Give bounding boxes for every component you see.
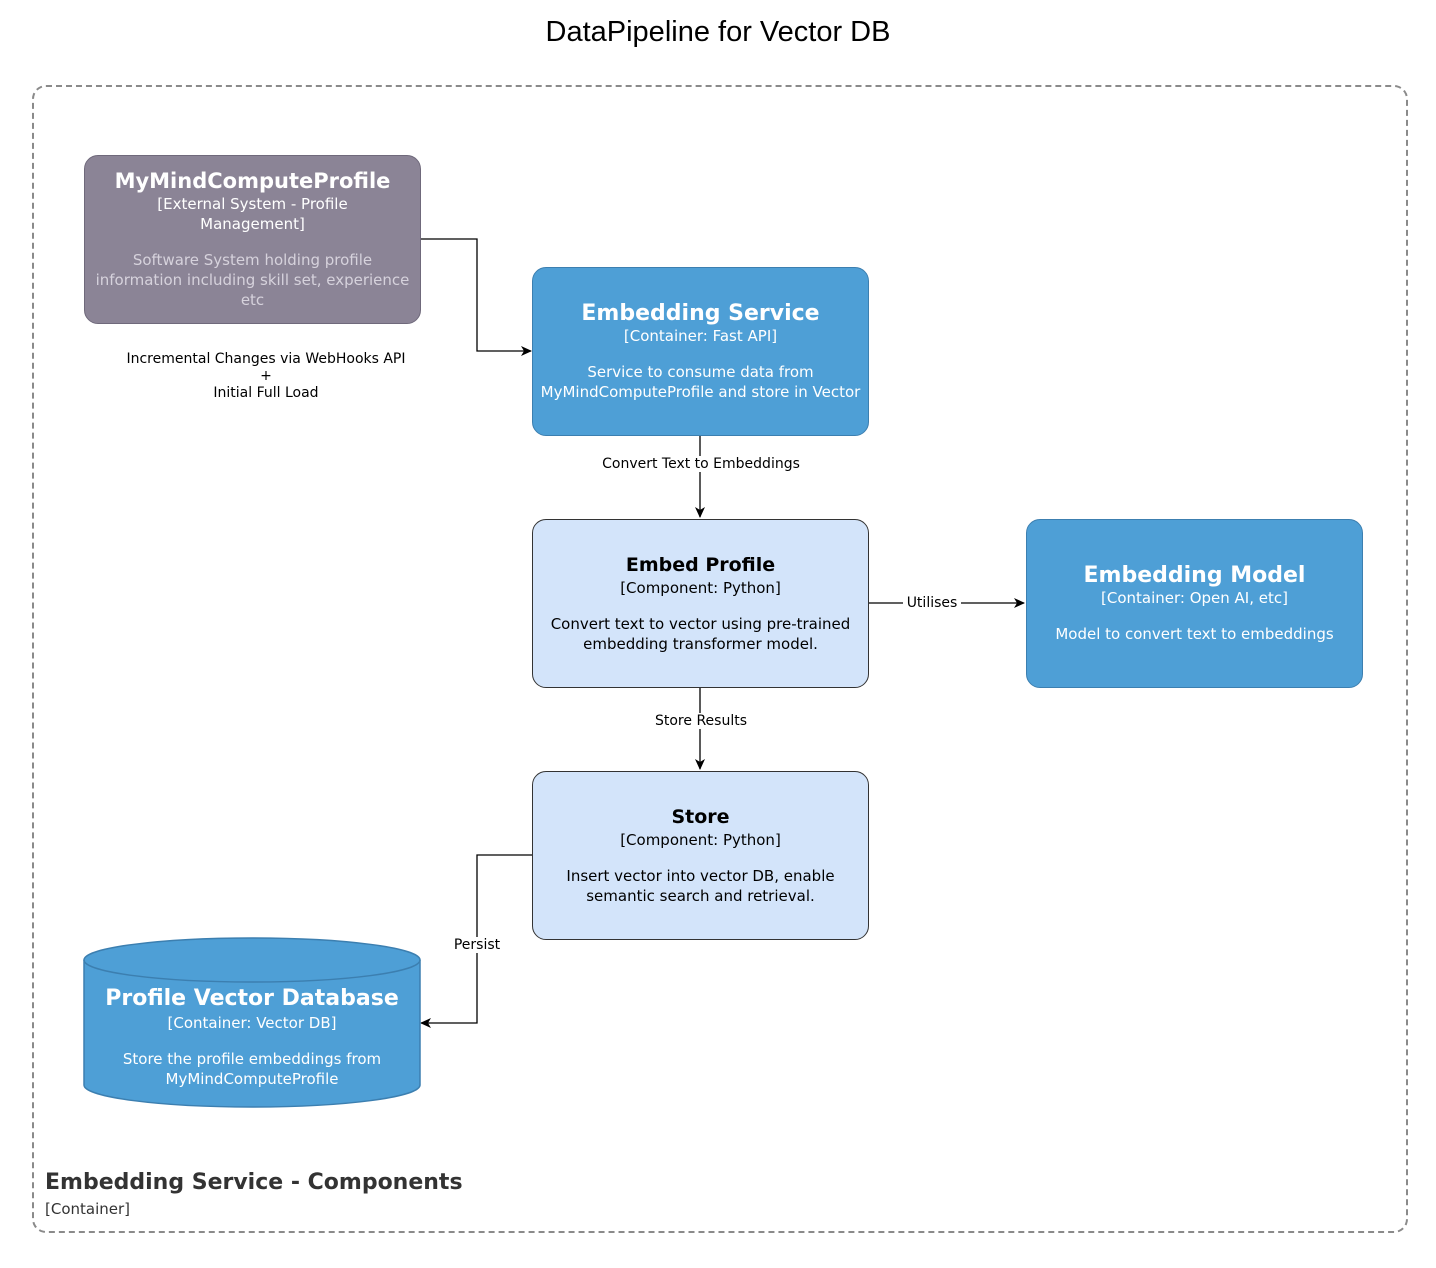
- boundary-type: [Container]: [45, 1200, 131, 1218]
- database-cylinder: [83, 937, 421, 1108]
- edge-label-utilises: Utilises: [903, 595, 961, 611]
- node-embedding-service[interactable]: Embedding Service [Container: Fast API] …: [532, 267, 869, 436]
- edge-label-line: Incremental Changes via WebHooks API: [126, 351, 406, 367]
- edge-label-persist: Persist: [448, 937, 506, 953]
- edge-label-ingest: Incremental Changes via WebHooks API + I…: [116, 351, 416, 402]
- node-title: Embedding Model: [1083, 563, 1306, 588]
- node-title: Embed Profile: [625, 554, 776, 576]
- node-description: Model to convert text to embeddings: [1055, 625, 1334, 643]
- edge-ingest: [421, 238, 532, 356]
- node-mymindcomputeprofile[interactable]: MyMindComputeProfile [External System - …: [84, 155, 421, 324]
- node-profile-vector-database[interactable]: Profile Vector Database [Container: Vect…: [84, 985, 420, 1089]
- node-title: MyMindComputeProfile: [114, 169, 391, 193]
- node-embed-profile[interactable]: Embed Profile [Component: Python] Conver…: [532, 519, 869, 688]
- node-store[interactable]: Store [Component: Python] Insert vector …: [532, 771, 869, 940]
- edge-label-line: +: [260, 368, 272, 384]
- node-type: [Container: Vector DB]: [167, 1014, 337, 1032]
- node-type: [Container: Open AI, etc]: [1101, 589, 1288, 607]
- node-description: Software System holding profile informat…: [95, 251, 410, 309]
- node-description: Store the profile embeddings from MyMind…: [122, 1050, 382, 1088]
- node-type: [Container: Fast API]: [623, 327, 778, 345]
- edge-label-convert: Convert Text to Embeddings: [589, 456, 813, 472]
- node-type: [External System - Profile Management]: [157, 195, 348, 233]
- node-type: [Component: Python]: [620, 579, 781, 597]
- node-embedding-model[interactable]: Embedding Model [Container: Open AI, etc…: [1026, 519, 1363, 688]
- node-description: Insert vector into vector DB, enable sem…: [566, 867, 835, 905]
- diagram-title: DataPipeline for Vector DB: [545, 16, 891, 48]
- edge-label-line: Initial Full Load: [213, 385, 319, 401]
- node-title: Profile Vector Database: [105, 986, 399, 1011]
- node-title: Store: [671, 806, 730, 828]
- node-title: Embedding Service: [581, 301, 820, 326]
- node-description: Convert text to vector using pre-trained…: [550, 615, 851, 653]
- node-description: Service to consume data from MyMindCompu…: [540, 363, 861, 401]
- edge-label-store-results: Store Results: [646, 713, 756, 729]
- node-type: [Component: Python]: [620, 831, 781, 849]
- container-boundary: [32, 85, 1408, 1233]
- boundary-title: Embedding Service - Components: [45, 1170, 463, 1195]
